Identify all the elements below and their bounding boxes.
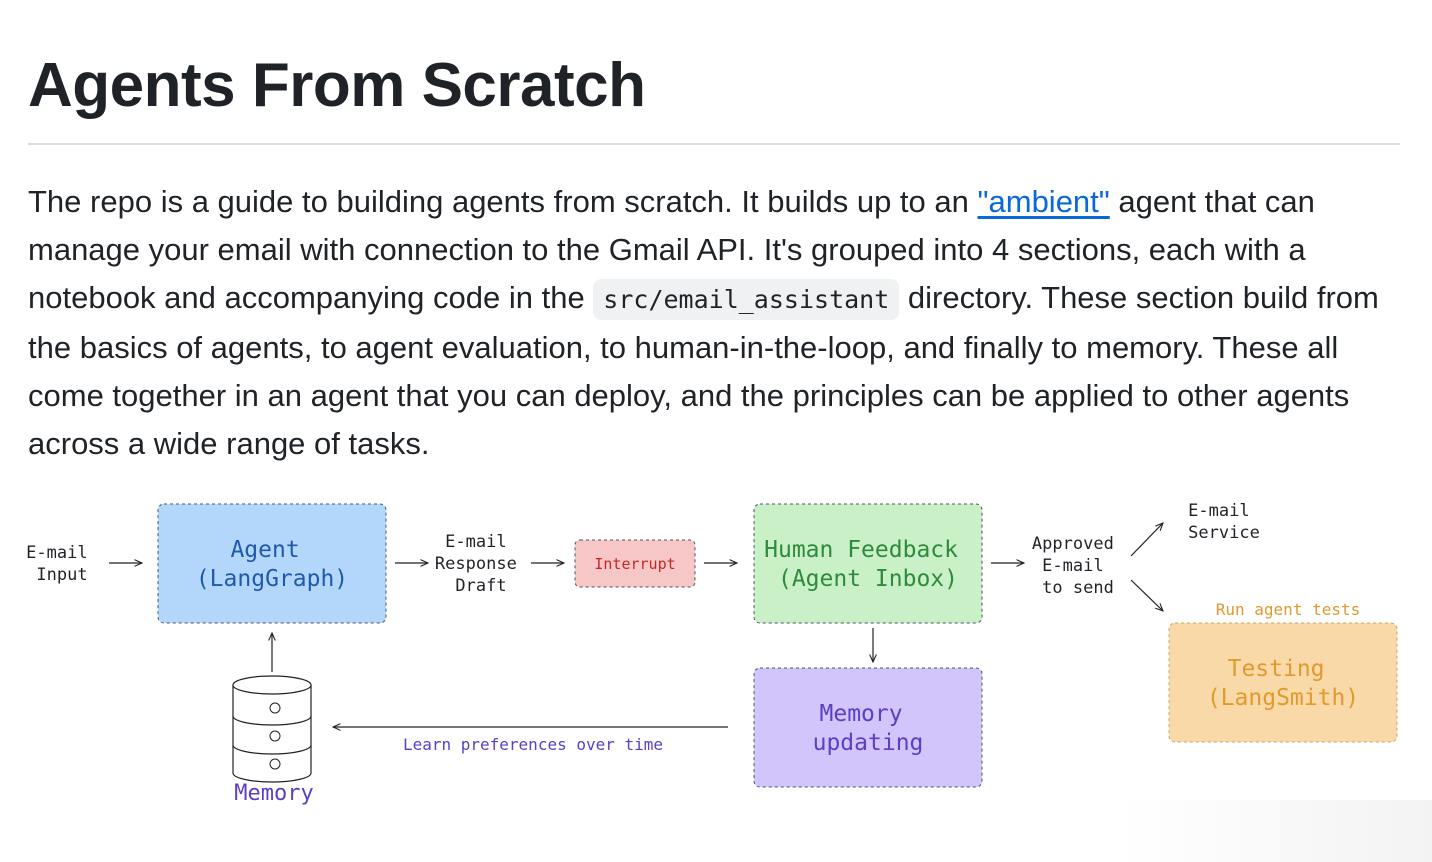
testing-label: Testing (LangSmith) [1207, 656, 1359, 711]
approved-line1: Approved [1032, 534, 1114, 554]
code-path: src/email_assistant [593, 279, 900, 320]
agent-line2: (LangGraph) [196, 566, 348, 592]
title-divider [28, 143, 1400, 145]
arrow-to-service [1130, 523, 1163, 557]
approved-label: Approved E-mail to send [1032, 534, 1124, 598]
feedback-line2: (Agent Inbox) [778, 566, 958, 592]
learn-preferences-label: Learn preferences over time [403, 735, 663, 754]
approved-line3: to send [1042, 578, 1114, 598]
agent-label: Agent (LangGraph) [196, 537, 348, 592]
run-tests-label: Run agent tests [1216, 600, 1361, 619]
intro-text-3: directory. These section build from the … [28, 280, 1379, 461]
memory-updating-label: Memory updating [813, 701, 924, 756]
memupd-line1: Memory [820, 701, 903, 727]
email-input-line2: Input [36, 565, 87, 585]
interrupt-box [574, 539, 696, 588]
ambient-link[interactable]: "ambient" [977, 184, 1110, 219]
testing-box [1168, 622, 1398, 743]
testing-line1: Testing [1228, 656, 1325, 682]
draft-line2: Response [435, 554, 517, 574]
service-line1: E-mail [1188, 501, 1249, 521]
workflow-diagram: E-mail Input Agent (LangGraph) E-mail Re… [26, 501, 1398, 806]
intro-paragraph: The repo is a guide to building agents f… [28, 178, 1408, 468]
feedback-line1: Human Feedback [764, 537, 958, 563]
interrupt-label: Interrupt [594, 555, 675, 573]
service-line2: Service [1188, 523, 1260, 543]
memupd-line2: updating [813, 730, 924, 756]
testing-line2: (LangSmith) [1207, 685, 1359, 711]
watermark-fade [1120, 800, 1432, 862]
email-service-label: E-mail Service [1188, 501, 1260, 543]
intro-text-2: agent that can manage your email with co… [28, 184, 1315, 315]
database-icon [232, 675, 312, 783]
draft-line1: E-mail [445, 532, 506, 552]
agent-line1: Agent [230, 537, 299, 563]
approved-line2: E-mail [1042, 556, 1103, 576]
feedback-label: Human Feedback (Agent Inbox) [764, 537, 972, 592]
email-input-label: E-mail Input [26, 543, 98, 585]
email-input-line1: E-mail [26, 543, 87, 563]
intro-text-1: The repo is a guide to building agents f… [28, 184, 978, 219]
draft-label: E-mail Response Draft [435, 532, 527, 596]
page-title: Agents From Scratch [28, 51, 646, 120]
arrow-to-testing [1130, 579, 1163, 611]
agent-box [157, 503, 387, 624]
draft-line3: Draft [455, 576, 506, 596]
feedback-box [753, 503, 983, 624]
memory-label: Memory [234, 781, 313, 806]
memory-updating-box [753, 667, 983, 788]
